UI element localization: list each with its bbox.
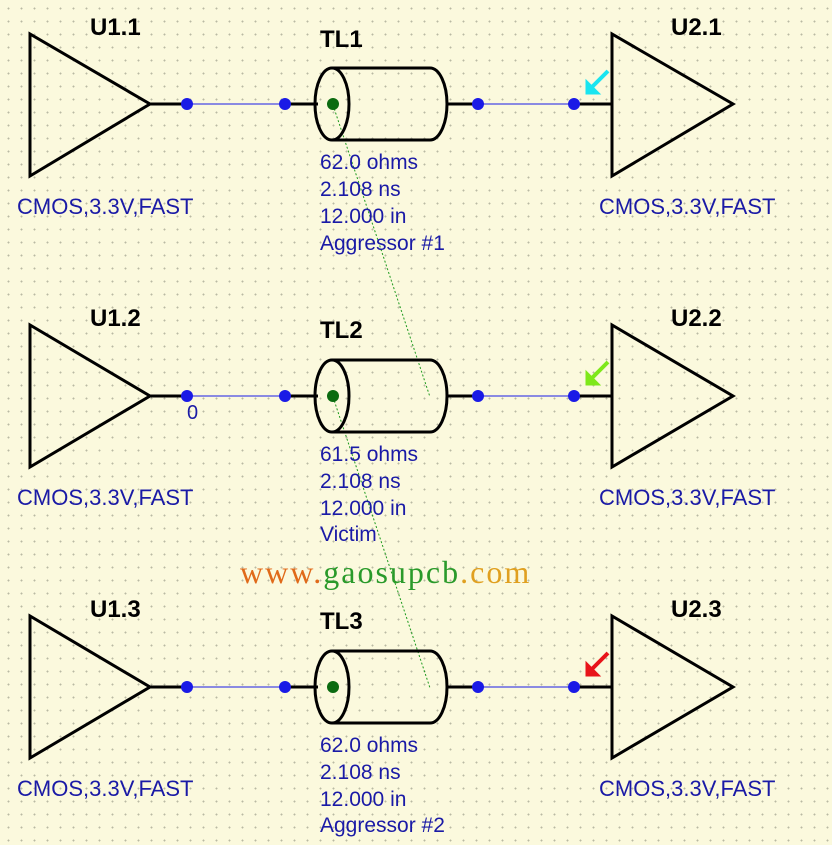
- receiver-model-label: CMOS,3.3V,FAST: [599, 194, 775, 219]
- transmission-line-tl2[interactable]: [313, 358, 449, 434]
- tline-body: [332, 358, 449, 434]
- node-dot[interactable]: [279, 681, 291, 693]
- node-dot[interactable]: [181, 681, 193, 693]
- probe-arrow-icon[interactable]: [585, 651, 610, 677]
- tline-length: 12.000 in: [320, 205, 406, 228]
- tline-role: Victim: [320, 523, 377, 546]
- receiver-ref-label: U2.2: [671, 305, 722, 332]
- transmission-line-tl1[interactable]: [313, 66, 449, 142]
- receiver-buffer-u2-2[interactable]: [610, 322, 736, 470]
- tline-impedance: 61.5 ohms: [320, 443, 418, 466]
- tline-delay: 2.108 ns: [320, 761, 401, 784]
- watermark-part: gaosupcb: [323, 554, 460, 590]
- tline-center-node[interactable]: [327, 681, 339, 693]
- transmission-line-tl3[interactable]: [313, 649, 449, 725]
- coupling-line-1-2: [332, 104, 431, 398]
- receiver-buffer-u2-1[interactable]: [610, 31, 736, 179]
- tline-end-cap: [313, 358, 351, 434]
- watermark-part: .com: [460, 554, 531, 590]
- node-dot[interactable]: [472, 390, 484, 402]
- probe-arrow-icon[interactable]: [585, 360, 610, 386]
- driver-buffer-u1-3[interactable]: [28, 613, 153, 761]
- tline-center-node[interactable]: [327, 390, 339, 402]
- tline-role: Aggressor #2: [320, 814, 445, 837]
- tline-ref-label: TL1: [320, 26, 363, 53]
- tline-impedance: 62.0 ohms: [320, 151, 418, 174]
- watermark-part: www.: [240, 554, 323, 590]
- tline-ref-label: TL3: [320, 608, 363, 635]
- node-dot[interactable]: [279, 390, 291, 402]
- driver-ref-label: U1.2: [90, 305, 141, 332]
- receiver-buffer-u2-3[interactable]: [610, 613, 736, 761]
- tline-end-cap: [313, 66, 351, 142]
- tline-impedance: 62.0 ohms: [320, 734, 418, 757]
- driver-model-label: CMOS,3.3V,FAST: [17, 776, 193, 801]
- driver-buffer-u1-1[interactable]: [28, 31, 153, 179]
- node-dot[interactable]: [472, 98, 484, 110]
- node-dot[interactable]: [181, 98, 193, 110]
- net-label: 0: [187, 402, 198, 424]
- receiver-model-label: CMOS,3.3V,FAST: [599, 485, 775, 510]
- node-dot[interactable]: [279, 98, 291, 110]
- tline-length: 12.000 in: [320, 788, 406, 811]
- receiver-ref-label: U2.3: [671, 596, 722, 623]
- node-dot[interactable]: [472, 681, 484, 693]
- coupling-line-2-3: [332, 396, 431, 689]
- circuit-row-1: U1.1 CMOS,3.3V,FAST TL1 62.0 ohms 2.108 …: [17, 14, 775, 255]
- driver-ref-label: U1.1: [90, 14, 141, 41]
- tline-body: [332, 66, 449, 142]
- tline-ref-label: TL2: [320, 317, 363, 344]
- node-dot[interactable]: [568, 98, 580, 110]
- tline-end-cap: [313, 649, 351, 725]
- tline-role: Aggressor #1: [320, 232, 445, 255]
- receiver-ref-label: U2.1: [671, 14, 722, 41]
- probe-arrow-icon[interactable]: [585, 69, 610, 95]
- node-dot[interactable]: [568, 390, 580, 402]
- watermark-text: www.gaosupcb.com: [240, 554, 531, 590]
- driver-ref-label: U1.3: [90, 596, 141, 623]
- circuit-row-3: U1.3 CMOS,3.3V,FAST TL3 62.0 ohms 2.108 …: [17, 596, 775, 837]
- node-dot[interactable]: [568, 681, 580, 693]
- driver-model-label: CMOS,3.3V,FAST: [17, 485, 193, 510]
- driver-model-label: CMOS,3.3V,FAST: [17, 194, 193, 219]
- node-dot[interactable]: [181, 390, 193, 402]
- tline-delay: 2.108 ns: [320, 470, 401, 493]
- driver-buffer-u1-2[interactable]: [28, 322, 153, 470]
- receiver-model-label: CMOS,3.3V,FAST: [599, 776, 775, 801]
- tline-body: [332, 649, 449, 725]
- circuit-row-2: U1.2 CMOS,3.3V,FAST 0 TL2 61.5 ohms 2.10…: [17, 305, 775, 546]
- tline-delay: 2.108 ns: [320, 178, 401, 201]
- tline-length: 12.000 in: [320, 497, 406, 520]
- tline-center-node[interactable]: [327, 98, 339, 110]
